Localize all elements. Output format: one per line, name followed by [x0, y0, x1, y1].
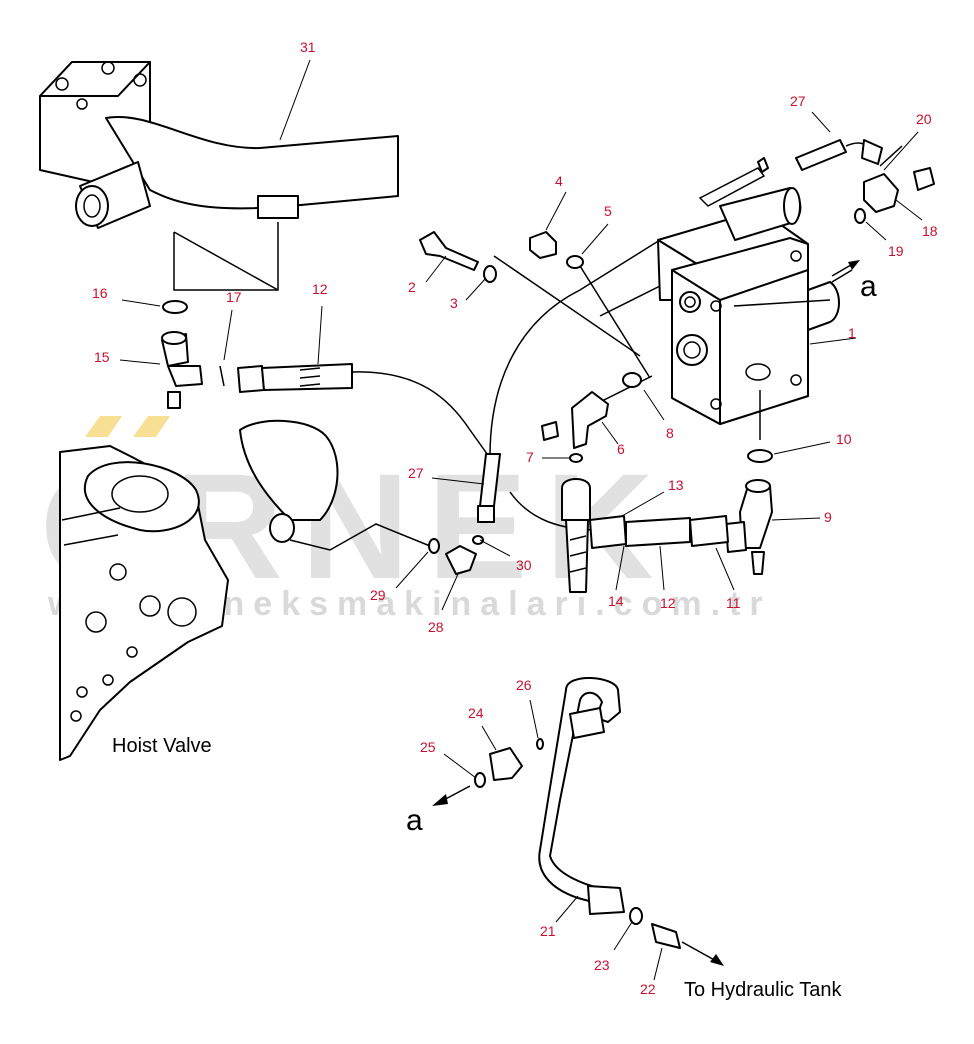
tank-return-line	[432, 677, 724, 966]
callout-9: 9	[824, 509, 832, 525]
connection-a-bottom-label: a	[406, 804, 423, 837]
callout-26: 26	[516, 677, 532, 693]
callout-7: 7	[526, 449, 534, 465]
callout-2: 2	[408, 279, 416, 295]
callout-14: 14	[608, 593, 624, 609]
pipe-31	[39, 61, 399, 291]
callout-6: 6	[617, 441, 625, 457]
callout-27-top: 27	[790, 93, 806, 109]
callout-27-middle: 27	[408, 465, 424, 481]
callout-5: 5	[604, 203, 612, 219]
callout-17: 17	[226, 289, 242, 305]
leader-lines	[119, 59, 923, 981]
callout-18: 18	[922, 223, 938, 239]
hoist-valve-body	[59, 419, 339, 761]
callout-1: 1	[848, 325, 856, 341]
callout-20: 20	[916, 111, 932, 127]
fittings-right	[419, 139, 935, 593]
callout-25: 25	[420, 739, 436, 755]
callout-10: 10	[836, 431, 852, 447]
fittings-left	[161, 300, 353, 409]
callout-23: 23	[594, 957, 610, 973]
callout-28: 28	[428, 619, 444, 635]
to-hydraulic-tank-label: To Hydraulic Tank	[684, 979, 842, 1001]
connection-arrows	[831, 260, 860, 277]
hoist-valve-label: Hoist Valve	[112, 735, 212, 757]
callout-12-top: 12	[312, 281, 328, 297]
callout-30: 30	[516, 557, 532, 573]
callout-numbers: 31 27 20 4 5 18 19 2 3 16 17 12 15 1 8 6…	[92, 39, 938, 997]
callout-24: 24	[468, 705, 484, 721]
diagram-labels: Hoist Valve To Hydraulic Tank a a	[112, 270, 877, 1001]
callout-15: 15	[94, 349, 110, 365]
callout-21: 21	[540, 923, 556, 939]
callout-16: 16	[92, 285, 108, 301]
hose-lines	[289, 239, 831, 551]
callout-11: 11	[726, 595, 741, 611]
connection-a-top-label: a	[860, 270, 877, 303]
callout-12-bottom: 12	[660, 595, 676, 611]
callout-8: 8	[666, 425, 674, 441]
callout-3: 3	[450, 295, 458, 311]
callout-29: 29	[370, 587, 386, 603]
callout-4: 4	[555, 173, 563, 189]
callout-19: 19	[888, 243, 904, 259]
callout-22: 22	[640, 981, 656, 997]
callout-31: 31	[300, 39, 316, 55]
valve-block-1	[657, 167, 853, 425]
callout-13: 13	[668, 477, 684, 493]
